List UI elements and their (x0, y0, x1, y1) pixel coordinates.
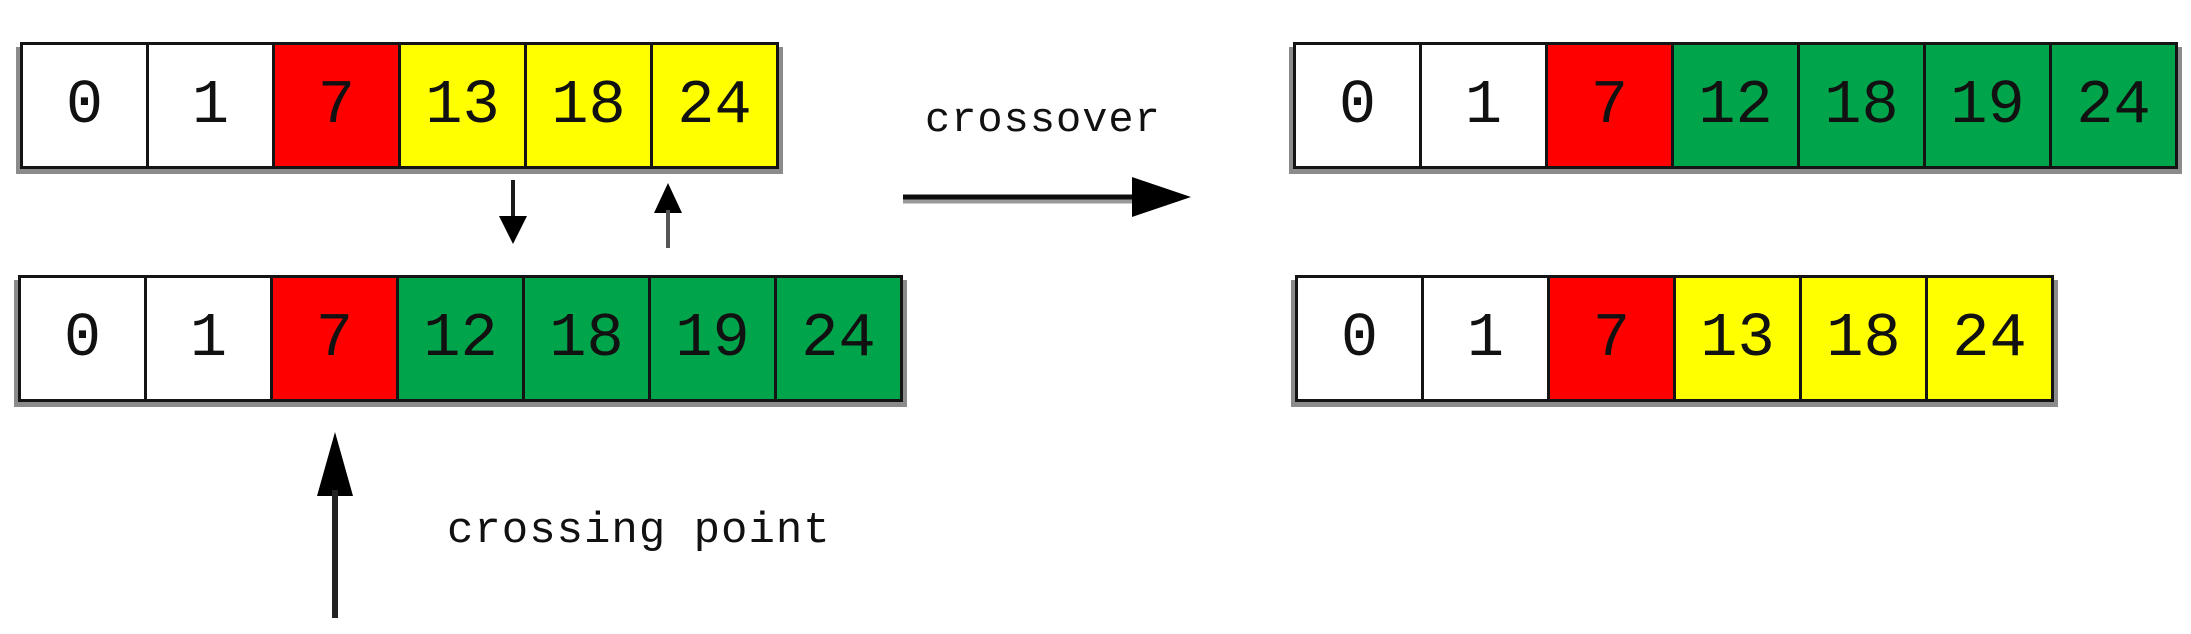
crossover-arrow-icon (903, 177, 1191, 217)
chromosome-cell: 0 (20, 42, 149, 169)
chromosome-cell: 18 (522, 275, 651, 402)
chromosome-cell: 19 (1923, 42, 2052, 169)
chromosome-cell: 0 (18, 275, 147, 402)
chromosome-cell: 18 (1797, 42, 1926, 169)
chromosome-cell: 1 (146, 42, 275, 169)
exchange-down-arrow-icon (499, 180, 527, 244)
chromosome-cell: 7 (1545, 42, 1674, 169)
chromosome-cell: 12 (1671, 42, 1800, 169)
crossing-point-label: crossing point (447, 506, 831, 556)
chromosome-cell: 18 (524, 42, 653, 169)
chromosome-cell: 24 (1925, 275, 2054, 402)
chromosome-cell: 24 (2049, 42, 2178, 169)
chromosome-cell: 1 (1419, 42, 1548, 169)
chromosome-cell: 1 (1421, 275, 1550, 402)
chromosome-cell: 12 (396, 275, 525, 402)
chromosome-cell: 18 (1799, 275, 1928, 402)
crossing-point-arrow-icon (317, 432, 353, 618)
chromosome-cell: 24 (650, 42, 779, 169)
chromosome-cell: 0 (1293, 42, 1422, 169)
chromosome-cell: 13 (1673, 275, 1802, 402)
chromosome-cell: 1 (144, 275, 273, 402)
chromosome-cell: 7 (270, 275, 399, 402)
chromosome-cell: 19 (648, 275, 777, 402)
chromosome-cell: 7 (1547, 275, 1676, 402)
chromosome-cell: 13 (398, 42, 527, 169)
crossover-label: crossover (925, 96, 1161, 144)
exchange-up-arrow-icon (654, 183, 682, 248)
chromosome-cell: 0 (1295, 275, 1424, 402)
chromosome-cell: 7 (272, 42, 401, 169)
chromosome-cell: 24 (774, 275, 903, 402)
